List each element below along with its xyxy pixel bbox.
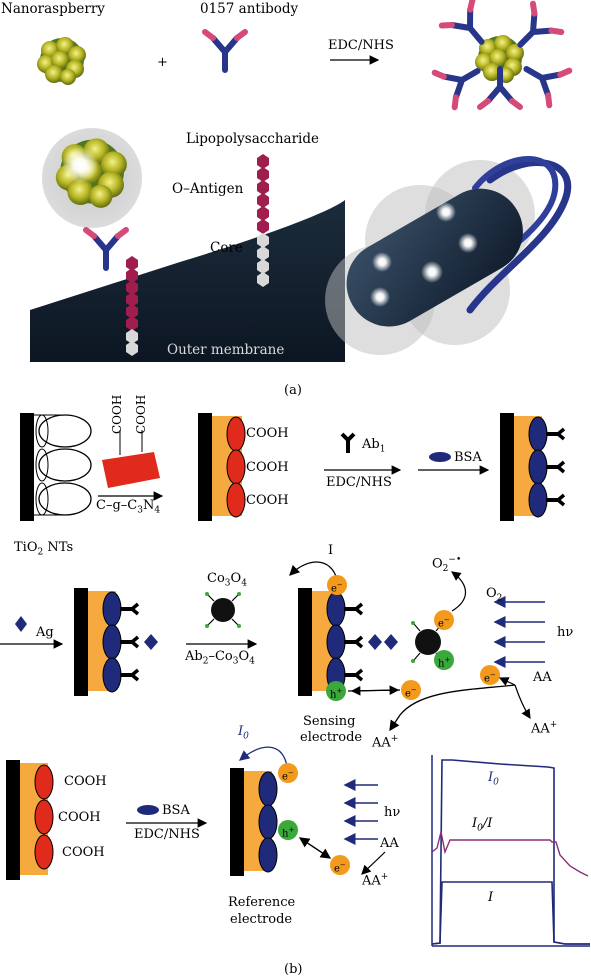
aa-label: AA <box>380 836 399 851</box>
ab1-icon <box>340 432 356 453</box>
bound-nanoraspberry-icon <box>42 128 142 228</box>
bacterium-icon <box>325 156 571 355</box>
cooh-label: COOH <box>64 774 107 789</box>
i0-arc-arrow <box>238 746 288 767</box>
hole-label: h+ <box>282 826 295 840</box>
electron-icon <box>434 610 454 630</box>
nanoraspberry-icon <box>37 37 86 85</box>
hole-label: h+ <box>330 687 343 701</box>
cooh-label: COOH <box>246 460 289 475</box>
graph-i-label: I <box>488 890 494 905</box>
ab1-electrode <box>500 413 566 521</box>
reference-electrode-label-2: electrode <box>230 912 293 927</box>
graph-i0-label: I0 <box>488 770 499 788</box>
aa-plus-label: AA+ <box>372 734 399 751</box>
nanoraspberry-label: Nanoraspberry <box>1 1 105 17</box>
bound-antibody-icon <box>86 230 126 268</box>
lipopolysaccharide-chain-right <box>257 154 269 287</box>
plus-label: + <box>157 55 168 70</box>
sensing-electrode-label-2: electrode <box>300 730 363 745</box>
cooh-electrode <box>198 413 246 521</box>
ab1-label: Ab1 <box>362 437 386 455</box>
antibody-icon <box>205 32 245 70</box>
electron-label: e− <box>484 671 496 685</box>
ag-bound-electrode <box>74 588 158 696</box>
electron-label: e− <box>334 861 346 875</box>
cooh-label: COOH <box>246 493 289 508</box>
tio2-label: TiO2 NTs <box>14 540 74 558</box>
hole-icon <box>434 650 454 670</box>
sensing-electrode <box>298 588 445 696</box>
edc-nhs-label: EDC/NHS <box>326 475 392 490</box>
i0-label: I0 <box>238 724 249 742</box>
i0-trace <box>431 759 590 945</box>
electron-icon <box>278 763 298 783</box>
cooh-label: COOH <box>58 810 101 825</box>
hv-label: hν <box>557 625 574 640</box>
outer-membrane-label: Outer membrane <box>167 342 285 358</box>
flagellum <box>466 159 571 314</box>
aa-label: AA <box>533 670 552 685</box>
electron-label: e− <box>282 769 294 783</box>
lps-label: Lipopolysaccharide <box>186 131 320 147</box>
reference-electrode-label-1: Reference <box>228 895 296 910</box>
o2-radical-label: O2−• <box>432 555 462 574</box>
caption-a: (a) <box>284 383 302 398</box>
caption-b: (b) <box>284 962 303 977</box>
electron-label: e− <box>438 616 450 630</box>
aa-plus-label: AA+ <box>531 720 558 737</box>
coupling-label: EDC/NHS <box>328 38 394 53</box>
g-c3n4-sheet <box>102 452 160 488</box>
antibody-conjugated-raspberry-icon <box>435 0 570 107</box>
co3o4-probe-icon <box>205 592 241 628</box>
electron-icon <box>480 665 500 685</box>
o2-arrow <box>451 571 467 612</box>
co3o4-label: Co3O4 <box>207 571 247 589</box>
cooh-label: COOH <box>246 426 289 441</box>
lipopolysaccharide-chain-left <box>126 256 138 356</box>
graph-ratio-label: I0/I <box>472 816 493 834</box>
hv-label: hν <box>384 805 401 820</box>
bsa-label: BSA <box>162 803 190 818</box>
ag-label: Ag <box>36 625 54 640</box>
current-i-label: I <box>328 543 334 558</box>
ag-icon <box>15 616 27 632</box>
hole-icon <box>278 820 298 840</box>
cooh-label: COOH <box>62 845 105 860</box>
electron-label: e− <box>405 686 417 700</box>
light-arrows-ref <box>343 779 378 845</box>
reference-start-electrode <box>6 760 54 880</box>
bsa-icon <box>429 452 451 462</box>
photocurrent-graph <box>431 755 590 947</box>
cgcn-label: C–g–C3N4 <box>96 498 161 516</box>
light-arrows <box>493 596 545 668</box>
electron-label: e− <box>331 581 343 595</box>
o-antigen-label: O–Antigen <box>172 181 244 197</box>
hole-icon <box>326 681 346 701</box>
tio2-electrode-start <box>20 413 92 521</box>
hole-label: h+ <box>438 656 451 670</box>
bsa-icon <box>137 805 159 815</box>
electron-icon <box>330 855 350 875</box>
sensing-electrode-label-1: Sensing <box>303 714 356 729</box>
aa-plus-label: AA+ <box>362 872 389 889</box>
ab2-co3o4-label: Ab2–Co3O4 <box>185 649 255 667</box>
electron-icon <box>401 680 421 700</box>
o2-label: O2 <box>486 586 503 604</box>
core-label: Core <box>210 240 243 256</box>
i0-over-i-trace <box>431 831 589 877</box>
reference-electrode <box>230 768 278 876</box>
edc-nhs-label: EDC/NHS <box>134 827 200 842</box>
aa-ref-arrow <box>361 851 386 875</box>
i-trace <box>431 881 590 945</box>
electron-icon <box>327 575 347 595</box>
antibody-label: 0157 antibody <box>200 1 299 17</box>
bsa-label: BSA <box>454 450 482 465</box>
aa-oxidation-path <box>399 684 516 716</box>
